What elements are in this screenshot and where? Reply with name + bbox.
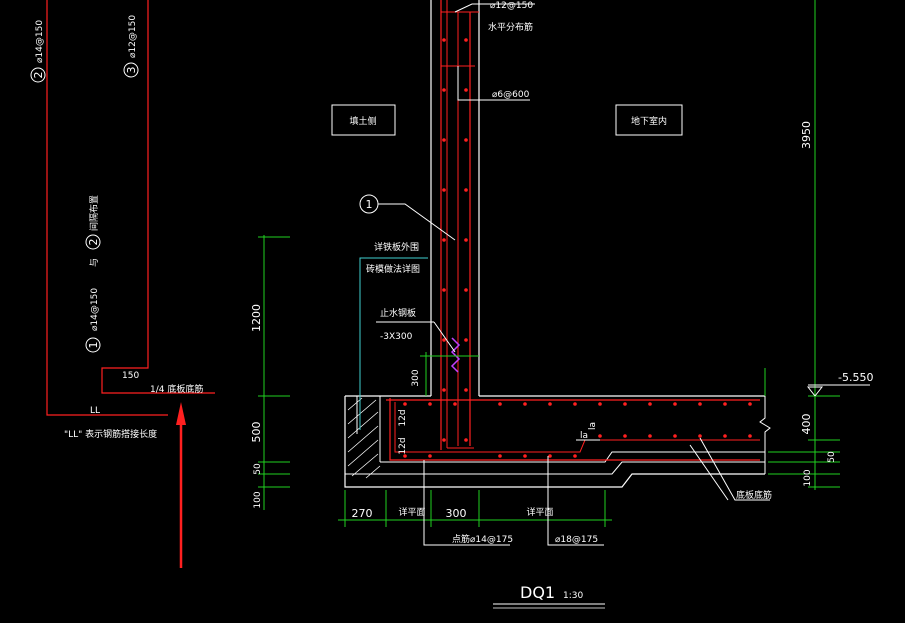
dim-300-vertical [420, 352, 479, 396]
waterstop-label-1: 止水钢板 [380, 307, 416, 319]
circle-1-text: 1 [87, 342, 100, 349]
ll-label: LL [90, 406, 100, 416]
circle-marker-3 [123, 62, 139, 78]
bar-b-label: ⌀18@175 [555, 535, 598, 545]
bar-lap-left-long [46, 0, 168, 416]
dim-12d-a: 12d [398, 409, 408, 426]
left-dimension-chain [258, 235, 290, 510]
bar-lap-right [101, 0, 215, 394]
circle-marker-1 [85, 337, 101, 353]
plan-ref-2: 详平面 [526, 506, 553, 518]
spacing-note: 间隔布置 [88, 195, 100, 231]
cushion-layer-2 [380, 451, 765, 463]
soil-side-label: 填土侧 [349, 115, 376, 127]
dim-300-bottom: 300 [446, 507, 467, 520]
leader-slab-bars [699, 437, 770, 501]
waterstop-label-2: -3X300 [380, 332, 413, 342]
bar3-label: ⌀12@150 [128, 15, 138, 58]
dim-270: 270 [352, 507, 373, 520]
leader-exterior-note [359, 257, 428, 430]
left-lap-detail: 2 ⌀14@150 3 ⌀12@150 1 ⌀14@150 与 2 间隔布置 1… [30, 0, 215, 568]
dim-100-right: 100 [803, 469, 813, 486]
bottom-note: 1/4 底板底筋 [150, 383, 203, 395]
slab-bar-inner [394, 402, 760, 453]
dim-50-right: 50 [827, 451, 837, 463]
section-circle-1-text: 1 [366, 198, 373, 211]
ll-note: "LL" 表示钢筋搭接长度 [64, 428, 157, 440]
leader-bar-b [547, 456, 604, 546]
leader-slab-bars-2 [689, 444, 729, 501]
leader-top-bar [454, 3, 535, 13]
bottom-dimension-chain [338, 490, 612, 527]
dim-3950: 3950 [800, 121, 813, 149]
slab-bottom-bar [389, 398, 760, 461]
circle-2b-text: 2 [87, 239, 100, 246]
slab-bars-label: 底板底筋 [736, 489, 772, 501]
with-text: 与 [89, 258, 100, 267]
slab-break-line [759, 396, 771, 474]
cushion-layer-1 [345, 461, 765, 475]
tie-bar-label: ⌀6@600 [492, 90, 530, 100]
elevation-label: -5.550 [838, 371, 873, 384]
red-arrow-head-icon [176, 402, 186, 425]
leader-circle-1 [378, 203, 456, 241]
exterior-note-1: 详铁板外围 [374, 241, 419, 253]
bar2-label: ⌀14@150 [35, 20, 45, 63]
soil-side-box [331, 104, 396, 136]
bar-a-label: 点筋⌀14@175 [452, 533, 513, 545]
exterior-note-2: 砖模做法详图 [366, 263, 420, 275]
bar1-label: ⌀14@150 [90, 288, 100, 331]
plan-ref-1: 详平面 [398, 506, 425, 518]
wall-section [344, 0, 771, 488]
rebar-dots [403, 38, 752, 458]
dim-la2: la [588, 422, 598, 430]
dim-100-left: 100 [253, 491, 263, 508]
dim-400-right: 400 [800, 414, 813, 435]
dim-150-label: 150 [122, 371, 139, 381]
circle-marker-2b [85, 234, 101, 250]
drawing-title: DQ1 [520, 583, 555, 602]
dim-1200: 1200 [250, 304, 263, 332]
circle-3-text: 3 [125, 67, 138, 74]
top-callouts: ⌀12@150 水平分布筋 ⌀6@600 [454, 1, 535, 101]
circle-marker-2 [30, 67, 46, 83]
dim-300-v-label: 300 [411, 369, 421, 386]
dim-12d-b: 12d [398, 437, 408, 454]
horizontal-bar-label: 水平分布筋 [488, 21, 533, 33]
slab-bottom-outline [344, 396, 765, 488]
leader-tie-bar [457, 66, 530, 101]
leader-bar-a [423, 460, 510, 546]
top-bar-label: ⌀12@150 [490, 1, 533, 11]
right-dimension-chain [764, 0, 840, 490]
elevation-triangle-icon [806, 386, 824, 397]
basement-side-label: 地下室内 [631, 115, 667, 127]
basement-side-box [615, 104, 683, 136]
dim-500-left: 500 [250, 422, 263, 443]
dim-la: la [580, 431, 588, 441]
drawing-scale: 1:30 [563, 591, 583, 601]
waterstop-leader [433, 321, 456, 353]
dim-50-left: 50 [253, 463, 263, 475]
circle-2-text: 2 [32, 72, 45, 79]
